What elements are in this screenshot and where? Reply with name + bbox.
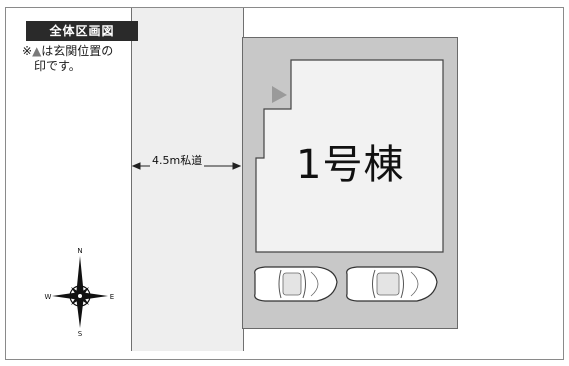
compass-north-label: N xyxy=(77,247,82,255)
car-icon xyxy=(254,266,338,302)
entrance-marker-icon xyxy=(272,86,287,103)
compass-west-label: W xyxy=(45,293,52,301)
note-line-1: ※▲は玄関位置の xyxy=(22,44,147,59)
private-road xyxy=(131,8,244,351)
building-footprint xyxy=(255,59,444,253)
entrance-mark-icon: ▲ xyxy=(32,44,42,58)
note-line-2: 印です。 xyxy=(34,59,81,73)
note-asterisk: ※ xyxy=(22,44,33,58)
entrance-note: ※▲は玄関位置の 印です。 xyxy=(22,44,147,74)
plan-title: 全体区画図 xyxy=(26,21,138,41)
car-icon xyxy=(346,266,438,302)
compass-south-label: S xyxy=(78,330,83,338)
note-text: は玄関位置の xyxy=(41,44,114,58)
road-width-label: 4.5m私道 xyxy=(150,152,205,168)
building-label: 1号棟 xyxy=(296,142,405,188)
compass-rose-icon xyxy=(52,256,108,328)
compass-east-label: E xyxy=(110,293,114,301)
